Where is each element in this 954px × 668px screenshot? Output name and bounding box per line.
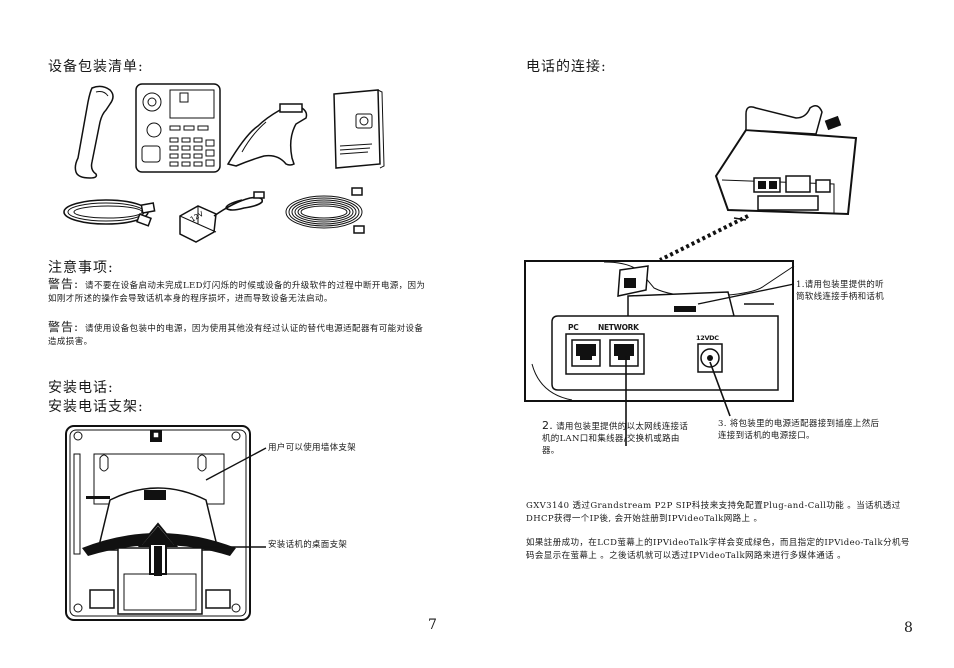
ports-zoom-icon bbox=[524, 260, 795, 402]
stand-install-title: 安装电话支架: bbox=[48, 399, 144, 415]
callout-power: 3. 将包装里的电源适配器接到插座上然后连接到话机的电源接口。 bbox=[718, 419, 880, 441]
warning-paragraph-1: 警告:请不要在设备启动未完成LED灯闪烁的时候或设备的升级软件的过程中断开电源，… bbox=[48, 278, 432, 306]
phone-base-icon bbox=[135, 83, 221, 173]
callout-handset-cord: 1.请用包装里提供的听筒软线连接手柄和话机 bbox=[796, 280, 885, 302]
network-cable-icon bbox=[63, 199, 156, 227]
warning-text-2: 请使用设备包装中的电源，因为使用其他没有经过认证的替代电源适配器有可能对设备造成… bbox=[48, 324, 424, 347]
callout-lines bbox=[625, 283, 795, 446]
connection-title: 电话的连接: bbox=[526, 59, 607, 75]
warning-label: 警告: bbox=[48, 320, 80, 334]
stand-back-icon bbox=[65, 425, 251, 621]
power-adapter-icon: 12V bbox=[179, 191, 265, 243]
page-number-left: 7 bbox=[428, 617, 437, 633]
registration-paragraph: 如果註册成功，在LCD萤幕上的IPVideoTalk字样会变成绿色，而且指定的I… bbox=[526, 538, 910, 561]
callout-ethernet: 2. 请用包装里提供的以太网线连接话机的LAN口和集线器/交换机或路由器。 bbox=[542, 420, 692, 457]
port-label-power: 12VDC bbox=[696, 334, 719, 342]
callout-line-wall bbox=[205, 447, 267, 481]
warning-label: 警告: bbox=[48, 277, 80, 291]
handset-icon bbox=[74, 85, 114, 179]
manual-icon bbox=[333, 89, 385, 169]
port-label-pc: PC bbox=[568, 323, 579, 332]
package-list-title: 设备包装清单: bbox=[48, 59, 144, 75]
warning-paragraph-2: 警告:请使用设备包装中的电源，因为使用其他没有经过认证的替代电源适配器有可能对设… bbox=[48, 321, 432, 349]
coiled-cord-icon bbox=[285, 187, 365, 234]
page-number-right: 8 bbox=[904, 620, 913, 636]
stand-icon bbox=[226, 103, 308, 167]
phone-back-icon bbox=[714, 105, 858, 221]
callout-ethernet-number: 2. bbox=[542, 419, 554, 432]
install-title: 安装电话: bbox=[48, 380, 114, 396]
port-label-network: NETWORK bbox=[598, 323, 639, 332]
callout-wall-mount: 用户可以使用墙体支架 bbox=[268, 443, 357, 453]
dotted-connector bbox=[659, 214, 749, 262]
callout-line-desk bbox=[200, 546, 266, 548]
callout-desk-stand: 安装话机的桌面支架 bbox=[268, 540, 348, 550]
warning-text-1: 请不要在设备启动未完成LED灯闪烁的时候或设备的升级软件的过程中断开电源，因为如… bbox=[48, 281, 426, 304]
notes-title: 注意事项: bbox=[48, 260, 114, 276]
plug-and-call-paragraph: GXV3140 透过Grandstream P2P SIP科技来支持免配置Plu… bbox=[526, 501, 901, 524]
callout-ethernet-text: 请用包装里提供的以太网线连接话机的LAN口和集线器/交换机或路由器。 bbox=[542, 422, 689, 456]
